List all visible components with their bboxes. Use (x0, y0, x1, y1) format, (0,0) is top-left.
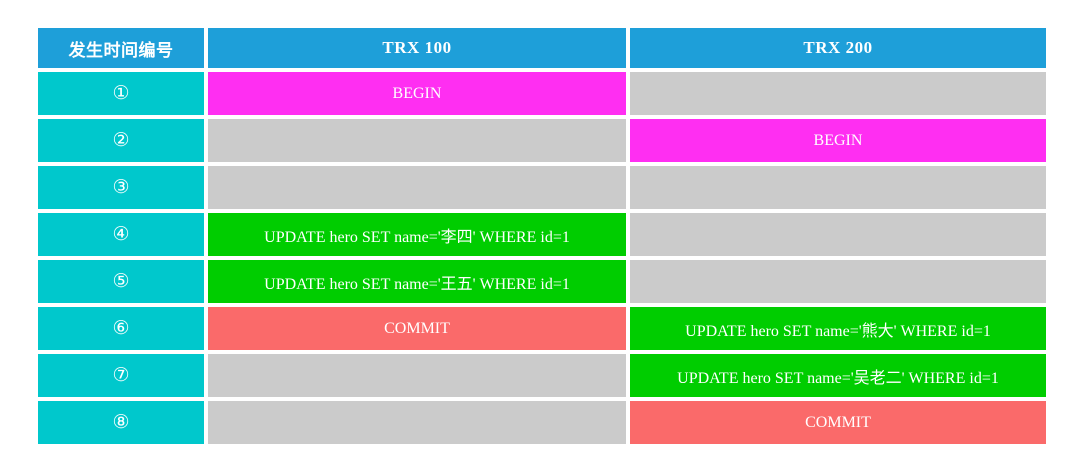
table-row: ④ UPDATE hero SET name='李四' WHERE id=1 (38, 213, 1046, 256)
table-row: ③ (38, 166, 1046, 209)
trx200-cell: COMMIT (630, 401, 1046, 444)
time-cell: ⑦ (38, 354, 204, 397)
transaction-timeline-table: 发生时间编号 TRX 100 TRX 200 ① BEGIN ② BEGIN ③ (34, 24, 1050, 448)
trx200-cell (630, 260, 1046, 303)
trx200-cell: BEGIN (630, 119, 1046, 162)
trx100-cell (208, 166, 626, 209)
time-cell: ⑥ (38, 307, 204, 350)
time-cell: ① (38, 72, 204, 115)
trx100-cell: UPDATE hero SET name='王五' WHERE id=1 (208, 260, 626, 303)
table-row: ⑦ UPDATE hero SET name='吴老二' WHERE id=1 (38, 354, 1046, 397)
trx200-cell: UPDATE hero SET name='熊大' WHERE id=1 (630, 307, 1046, 350)
table-row: ① BEGIN (38, 72, 1046, 115)
table-row: ⑧ COMMIT (38, 401, 1046, 444)
time-cell: ⑤ (38, 260, 204, 303)
column-header-time: 发生时间编号 (38, 28, 204, 68)
trx100-cell: BEGIN (208, 72, 626, 115)
trx200-cell (630, 72, 1046, 115)
trx100-cell: COMMIT (208, 307, 626, 350)
trx100-cell (208, 401, 626, 444)
trx200-cell (630, 166, 1046, 209)
trx100-cell (208, 119, 626, 162)
column-header-trx100: TRX 100 (208, 28, 626, 68)
time-cell: ④ (38, 213, 204, 256)
table-row: ⑥ COMMIT UPDATE hero SET name='熊大' WHERE… (38, 307, 1046, 350)
trx100-cell: UPDATE hero SET name='李四' WHERE id=1 (208, 213, 626, 256)
time-cell: ③ (38, 166, 204, 209)
time-cell: ⑧ (38, 401, 204, 444)
trx200-cell: UPDATE hero SET name='吴老二' WHERE id=1 (630, 354, 1046, 397)
time-cell: ② (38, 119, 204, 162)
trx200-cell (630, 213, 1046, 256)
trx100-cell (208, 354, 626, 397)
column-header-trx200: TRX 200 (630, 28, 1046, 68)
header-row: 发生时间编号 TRX 100 TRX 200 (38, 28, 1046, 68)
table-row: ⑤ UPDATE hero SET name='王五' WHERE id=1 (38, 260, 1046, 303)
table-row: ② BEGIN (38, 119, 1046, 162)
